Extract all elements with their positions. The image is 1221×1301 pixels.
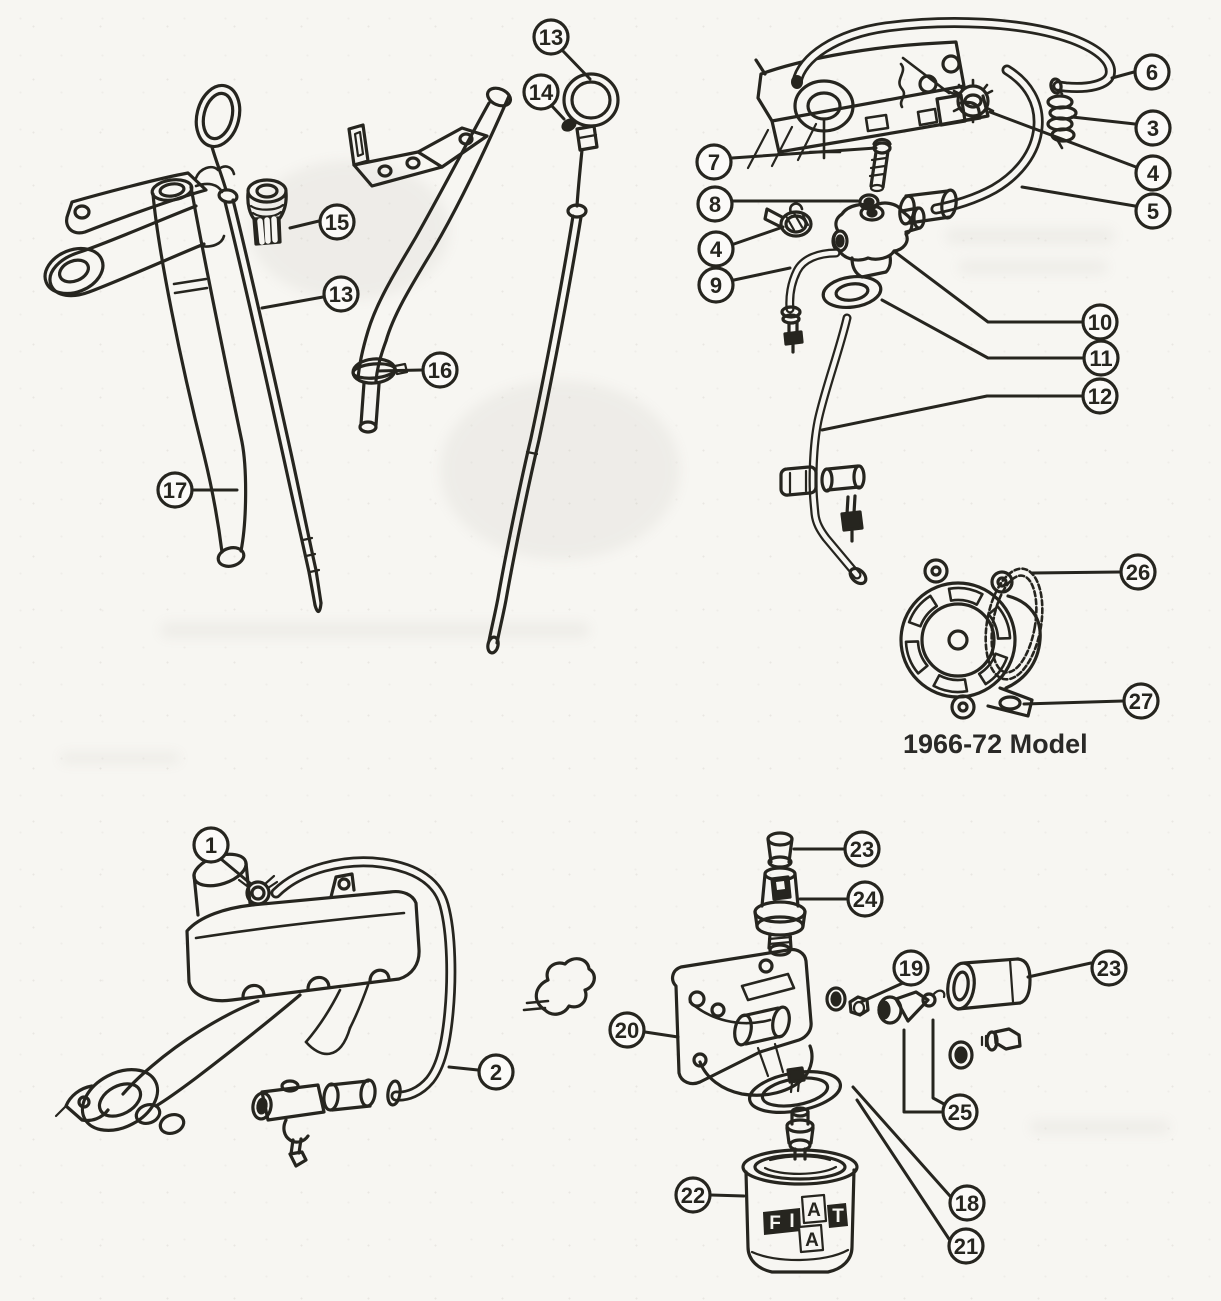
callout-1: 1 [192, 826, 253, 886]
svg-text:13: 13 [539, 25, 563, 50]
part-pressure-sender-24 [753, 866, 807, 957]
logo-letter-f: F [769, 1213, 781, 1234]
logo-letter-a-bottom: A [805, 1230, 819, 1251]
svg-text:4: 4 [1147, 161, 1160, 186]
svg-text:20: 20 [615, 1018, 639, 1043]
callout-15: 15 [288, 203, 356, 241]
model-caption: 1966-72 Model [903, 729, 1088, 759]
callout-3: 3 [1070, 109, 1172, 147]
callout-20: 20 [608, 1011, 680, 1049]
svg-text:27: 27 [1129, 689, 1153, 714]
part-dipstick-tube-17 [150, 165, 248, 568]
part-clamp-4 [763, 202, 813, 238]
logo-letter-i: I [789, 1211, 794, 1232]
callout-13: 13 [532, 18, 592, 81]
part-grommet [948, 1040, 974, 1070]
svg-text:4: 4 [710, 237, 723, 262]
svg-text:21: 21 [954, 1234, 978, 1259]
part-drain-plug [980, 1027, 1022, 1052]
svg-text:1: 1 [205, 833, 217, 858]
callout-8: 8 [696, 185, 860, 223]
svg-text:23: 23 [1097, 956, 1121, 981]
svg-text:10: 10 [1088, 310, 1112, 335]
part-washer-nut-19 [825, 986, 870, 1017]
logo-letter-t: T [832, 1206, 844, 1227]
part-dipstick-13-loop [194, 83, 323, 614]
callout-22: 22 [674, 1176, 746, 1214]
part-elbow-9 [780, 248, 841, 354]
callout-4: 4 [988, 110, 1172, 192]
callout-25: 25 [902, 1018, 979, 1131]
callout-23: 23 [1026, 949, 1128, 987]
svg-text:23: 23 [850, 837, 874, 862]
callout-26: 26 [1030, 553, 1157, 591]
svg-text:15: 15 [325, 210, 349, 235]
callout-17: 17 [156, 471, 239, 509]
svg-text:12: 12 [1088, 384, 1112, 409]
part-thermo-switch [877, 989, 946, 1025]
callout-2: 2 [447, 1053, 515, 1091]
svg-text:16: 16 [428, 358, 452, 383]
part-hose-5 [898, 64, 1044, 226]
svg-text:17: 17 [163, 478, 187, 503]
callout-21: 21 [855, 1098, 985, 1265]
svg-text:11: 11 [1089, 346, 1112, 371]
svg-text:14: 14 [529, 80, 554, 105]
svg-text:2: 2 [490, 1060, 502, 1085]
logo-letter-a-top: A [807, 1200, 821, 1221]
svg-text:7: 7 [708, 150, 720, 175]
svg-text:26: 26 [1126, 560, 1150, 585]
part-washer-8 [858, 193, 880, 211]
callout-4: 4 [697, 225, 785, 268]
part-filler-cap [942, 78, 995, 124]
svg-text:25: 25 [948, 1100, 972, 1125]
callout-24: 24 [798, 880, 884, 918]
svg-text:13: 13 [329, 282, 353, 307]
part-oil-pump-27 [899, 558, 1042, 720]
svg-text:18: 18 [955, 1191, 979, 1216]
part-pipe-12 [779, 313, 868, 586]
page-bleedthrough [60, 160, 1170, 1134]
part-manifold-assembly [54, 852, 596, 1168]
svg-text:24: 24 [853, 887, 878, 912]
callout-7: 7 [695, 143, 878, 181]
svg-text:8: 8 [709, 192, 721, 217]
svg-text:5: 5 [1147, 199, 1159, 224]
callout-19: 19 [859, 949, 930, 1004]
callout-12: 12 [820, 377, 1119, 432]
part-hose-6 [791, 17, 1116, 95]
callout-18: 18 [851, 1085, 986, 1222]
callout-10: 10 [893, 250, 1119, 341]
callout-9: 9 [697, 266, 792, 304]
svg-text:22: 22 [681, 1183, 705, 1208]
part-gasket-11 [821, 275, 883, 309]
part-pump-gasket-26 [984, 567, 1044, 681]
fiat-logo: F I A T A [763, 1193, 848, 1254]
part-union-23-top [766, 831, 794, 869]
part-cartridge-23 [946, 957, 1032, 1011]
svg-text:9: 9 [710, 273, 722, 298]
callout-23: 23 [792, 830, 881, 868]
part-mounting-bracket [43, 171, 226, 298]
part-filter-head-20 [670, 947, 843, 1114]
callout-13: 13 [260, 275, 360, 313]
part-breather-valve-10 [831, 201, 926, 279]
callout-11: 11 [880, 298, 1120, 377]
callout-5: 5 [1020, 185, 1172, 230]
svg-text:3: 3 [1147, 116, 1159, 141]
svg-text:19: 19 [899, 956, 923, 981]
part-dipstick-13-ring [486, 72, 620, 655]
callout-6: 6 [1110, 53, 1171, 91]
part-cap-15 [246, 178, 288, 246]
part-filter-canister-22: F I A T A [741, 1106, 859, 1274]
callout-27: 27 [1022, 682, 1160, 720]
callout-16: 16 [376, 351, 459, 389]
callout-14: 14 [522, 73, 577, 132]
svg-text:6: 6 [1146, 60, 1158, 85]
